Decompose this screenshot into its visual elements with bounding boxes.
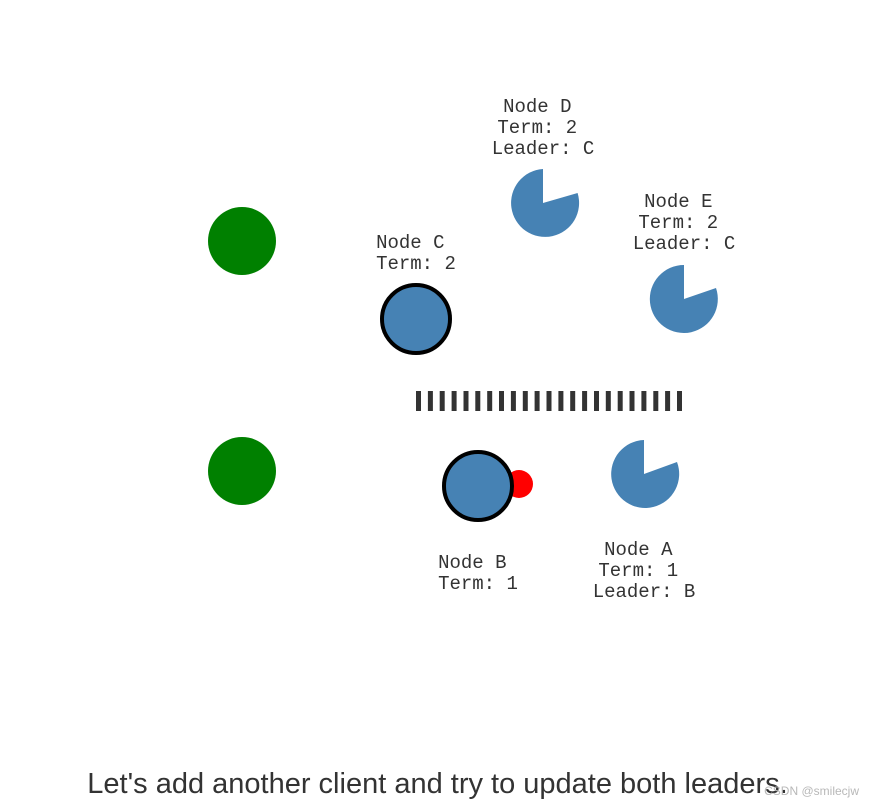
node-b-name: Node B: [438, 552, 506, 574]
node-d-name: Node D: [503, 96, 571, 118]
node-a-name: Node A: [604, 539, 673, 561]
partition-dash: [499, 391, 504, 411]
node-a: Node A Term: 1 Leader: B: [593, 440, 696, 603]
partition-dash: [463, 391, 469, 411]
svg-text:Node C Term: 2: Node C Term: 2: [376, 232, 456, 275]
node-d-term: Term: 2: [497, 117, 577, 139]
node-a-circle: [611, 440, 680, 508]
partition-dash: [641, 391, 647, 411]
caption: Let's add another client and try to upda…: [87, 768, 788, 800]
svg-text:Node E Term: 2 Lea: Node E Term: 2 Leader: C: [633, 191, 736, 255]
node-c-name: Node C: [376, 232, 444, 254]
partition-dash: [594, 391, 599, 411]
partition-dash: [510, 391, 516, 411]
node-e-term: Term: 2: [638, 212, 718, 234]
node-b-circle: [442, 450, 514, 522]
partition-dash: [665, 391, 671, 411]
client-bottom: [208, 437, 276, 505]
partition-dash: [475, 391, 481, 411]
partition-dash: [546, 391, 552, 411]
partition-dash: [439, 391, 445, 411]
partition-dash: [487, 391, 493, 411]
partition-dash: [416, 391, 421, 411]
partition-dash: [677, 391, 682, 411]
partition-dash: [451, 391, 457, 411]
node-c: Node C Term: 2: [376, 232, 456, 355]
partition-dash: [558, 391, 564, 411]
svg-text:Node A Term: 1 Lea: Node A Term: 1 Leader: B: [593, 539, 696, 603]
partition-dash: [534, 391, 540, 411]
node-a-term: Term: 1: [598, 560, 678, 582]
partition-dash: [570, 391, 576, 411]
node-b-term: Term: 1: [438, 573, 518, 595]
node-c-circle: [380, 283, 452, 355]
node-d: Node D Term: 2 Leader: C: [492, 96, 595, 237]
partition-dash: [629, 391, 635, 411]
partition-dash: [522, 391, 528, 411]
partition-dash: [605, 391, 611, 411]
client-top: [208, 207, 276, 275]
node-e-circle: [649, 264, 718, 333]
node-e-name: Node E: [644, 191, 712, 213]
node-e-leader: Leader: C: [633, 233, 736, 255]
watermark: CSDN @smilecjw: [764, 784, 859, 798]
partition-dash: [582, 391, 588, 411]
node-d-circle: [511, 169, 580, 237]
partition-dash: [617, 391, 623, 411]
node-c-term: Term: 2: [376, 253, 456, 275]
node-e: Node E Term: 2 Leader: C: [633, 191, 736, 333]
partition-dash: [653, 391, 659, 411]
network-partition: [416, 391, 682, 411]
node-b: Node B Term: 1: [438, 450, 533, 595]
node-a-leader: Leader: B: [593, 581, 696, 603]
svg-text:Node B Term: 1: Node B Term: 1: [438, 552, 518, 595]
partition-dash: [427, 391, 433, 411]
node-d-leader: Leader: C: [492, 138, 595, 160]
svg-text:Node D Term: 2 Lea: Node D Term: 2 Leader: C: [492, 96, 595, 160]
